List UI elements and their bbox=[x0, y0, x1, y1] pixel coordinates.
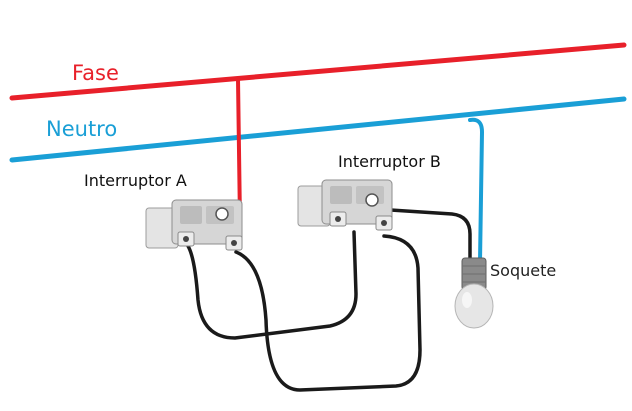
traveller-wire-2 bbox=[234, 234, 422, 392]
neutro-label: Neutro bbox=[46, 117, 118, 141]
switch-b bbox=[297, 179, 393, 231]
return-wire-to-socket bbox=[358, 206, 472, 264]
soquete-label: Soquete bbox=[490, 261, 557, 280]
interruptor-b-label: Interruptor B bbox=[338, 152, 441, 171]
socket-with-bulb bbox=[454, 257, 494, 329]
switch-a bbox=[145, 199, 243, 251]
neutro-drop-wire bbox=[468, 117, 485, 264]
traveller-wire-1 bbox=[186, 230, 358, 340]
neutro-wire bbox=[9, 96, 627, 163]
interruptor-a-label: Interruptor A bbox=[84, 171, 187, 190]
fase-label: Fase bbox=[72, 61, 119, 85]
fase-wire bbox=[9, 42, 627, 101]
